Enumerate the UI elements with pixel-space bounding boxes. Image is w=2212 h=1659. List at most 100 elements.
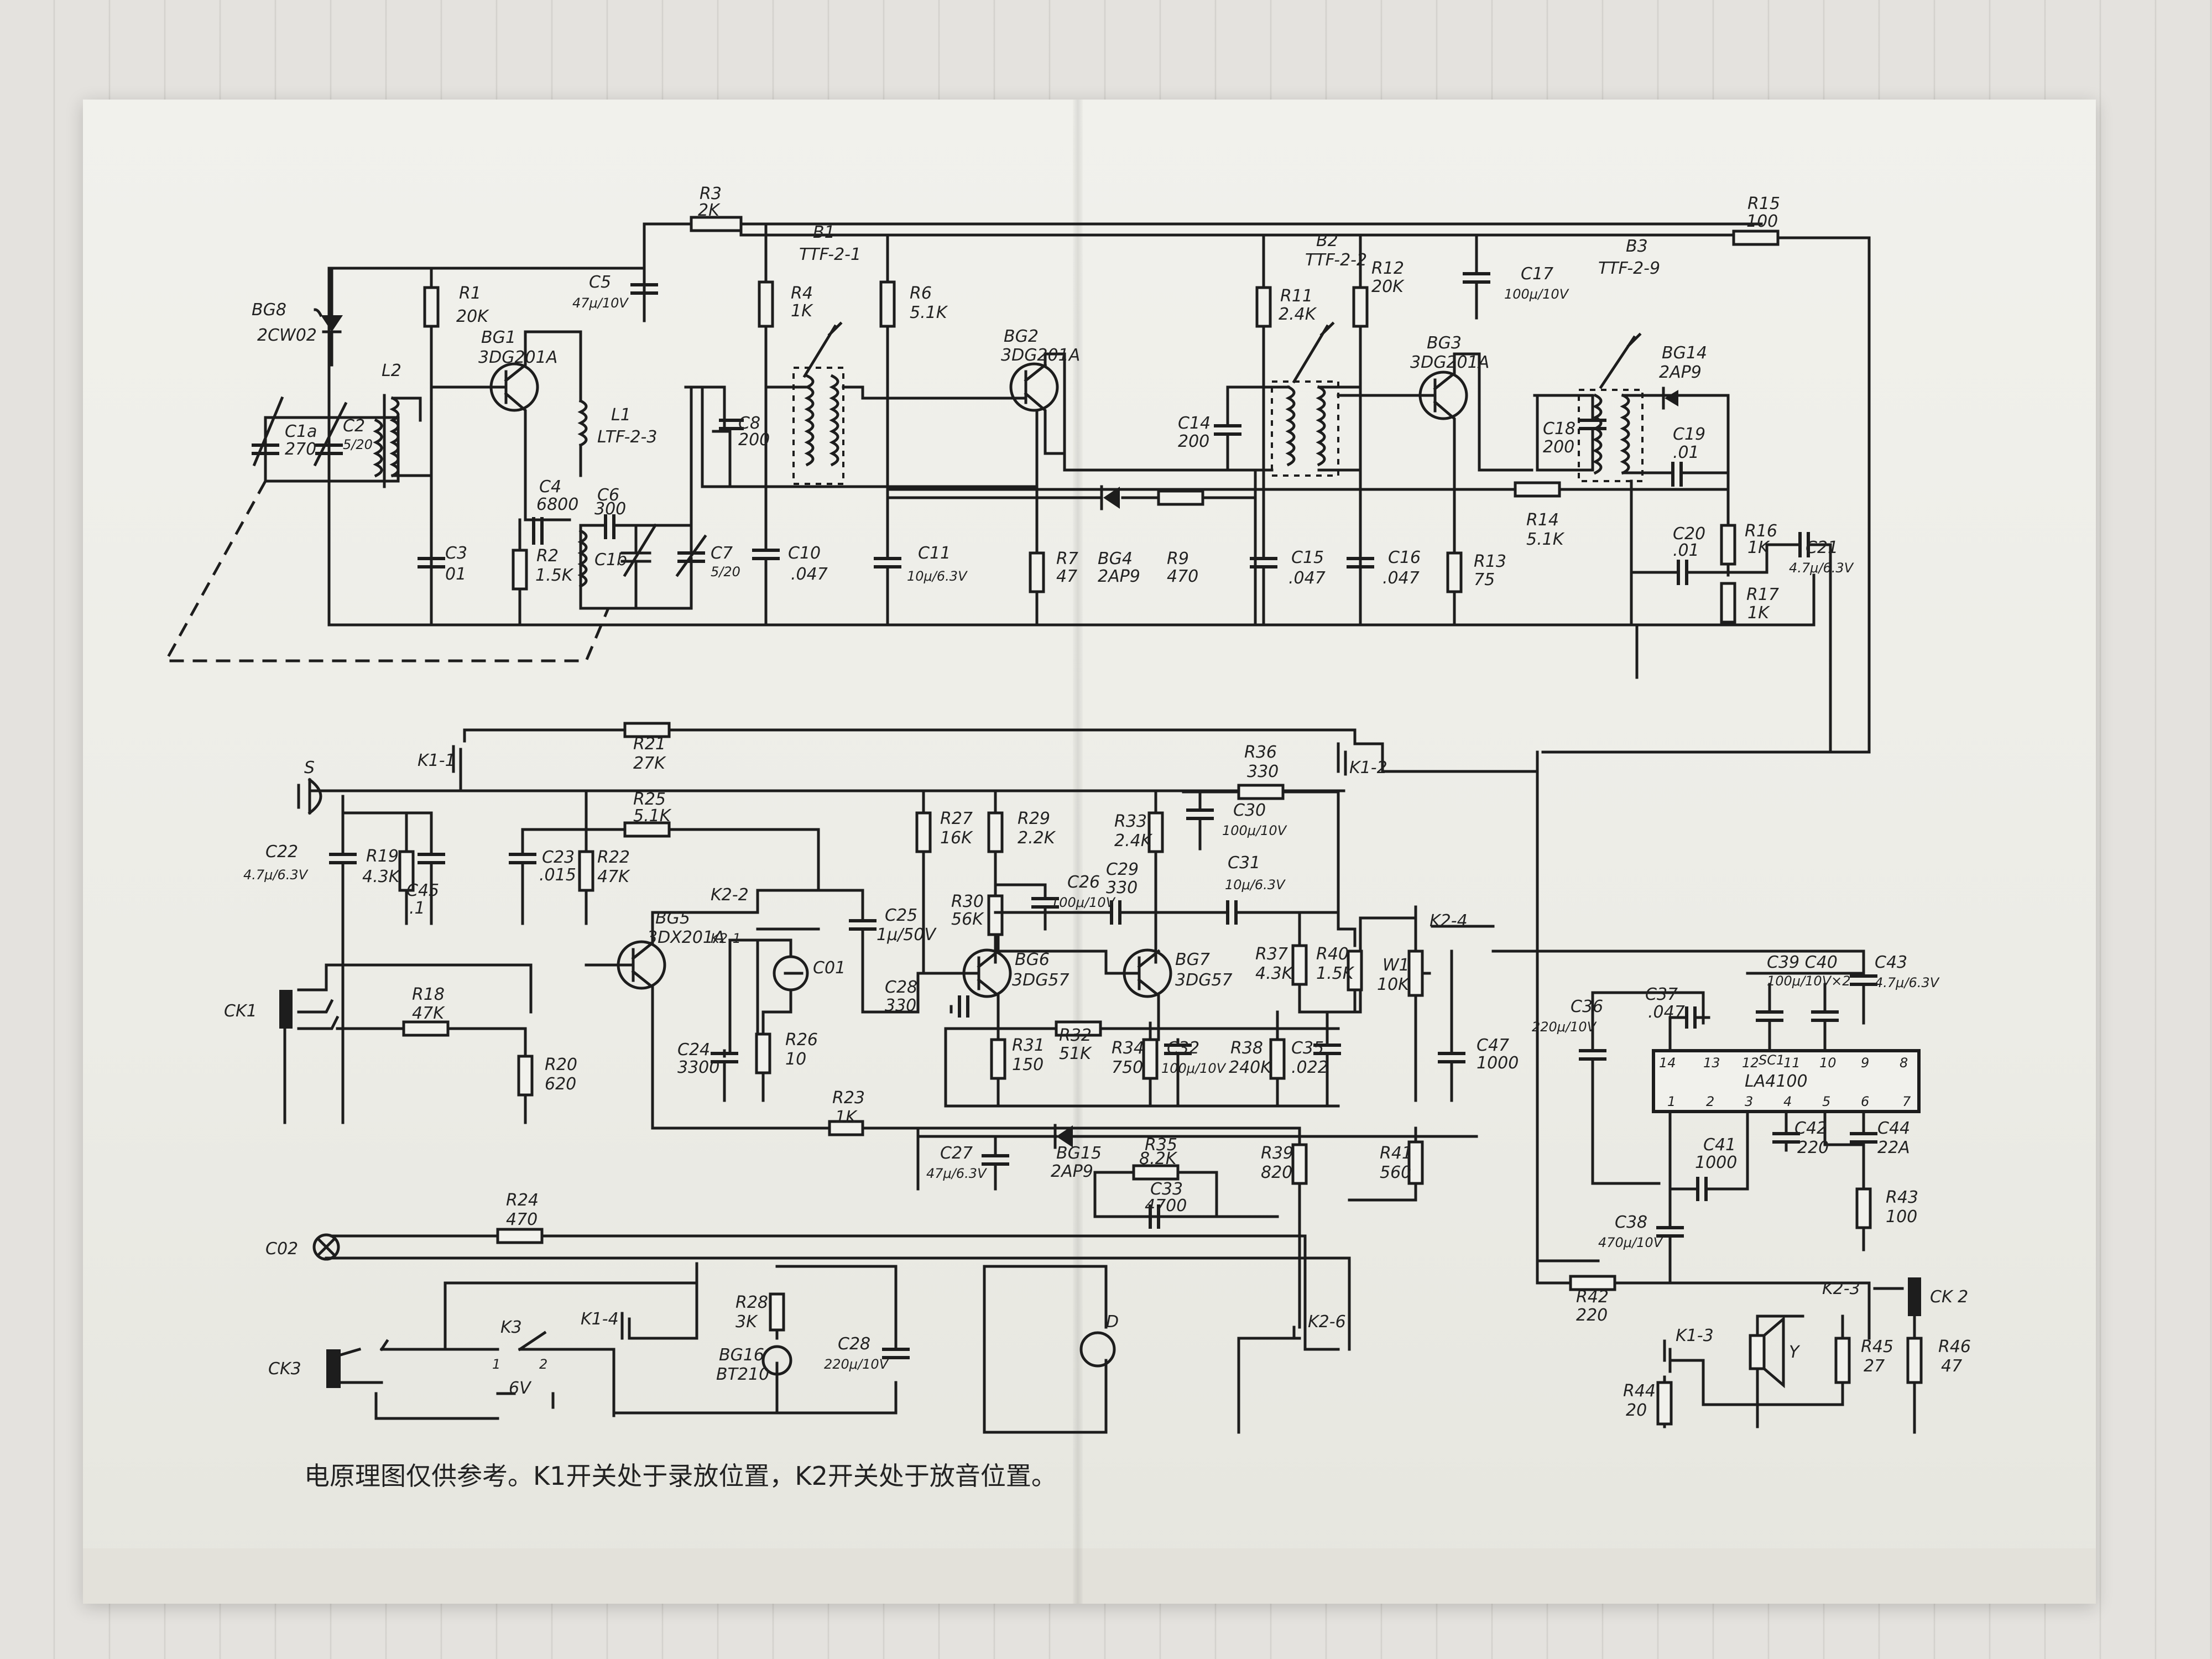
pin-2: 2 <box>1706 1094 1714 1109</box>
k3-pos-2: 2 <box>539 1357 547 1372</box>
r31-label: R31 <box>1012 1036 1045 1055</box>
c42-label: C42 <box>1794 1119 1827 1138</box>
c47-value: 1000 <box>1477 1053 1519 1073</box>
r17-label: R17 <box>1746 585 1779 604</box>
r38-resistor <box>1269 1038 1286 1080</box>
bg5-value: 3DX201A <box>647 928 725 947</box>
k1-3-label: K1-3 <box>1676 1326 1714 1345</box>
r45-value: 27 <box>1864 1357 1885 1376</box>
bg8-value: 2CW02 <box>257 326 317 345</box>
r32-value: 51K <box>1059 1044 1092 1063</box>
bg6-transistor <box>916 933 1012 1014</box>
r20-value: 620 <box>545 1074 576 1094</box>
ck1-jack <box>279 963 533 1124</box>
r4-value: 1K <box>791 301 813 321</box>
c22-label: C22 <box>265 842 298 862</box>
l2-label: L2 <box>382 361 401 380</box>
r24-resistor <box>496 1228 544 1244</box>
bg8-zener-diode <box>314 267 343 367</box>
ck2-label: CK 2 <box>1930 1287 1968 1307</box>
c26-label: C26 <box>1067 873 1100 892</box>
c1a-label: C1a <box>285 422 317 441</box>
bg3-value: 3DG201A <box>1410 353 1489 372</box>
r33-label: R33 <box>1114 812 1147 831</box>
r9-label: R9 <box>1167 549 1189 568</box>
r7-value: 47 <box>1056 567 1077 586</box>
r30-label: R30 <box>951 892 984 911</box>
r29-value: 2.2K <box>1018 828 1056 848</box>
c8-value: 200 <box>738 430 770 450</box>
pin-13: 13 <box>1703 1055 1720 1071</box>
r28-resistor <box>769 1292 785 1332</box>
b3-label: B3 <box>1626 237 1648 256</box>
k2-6-label: K2-6 <box>1308 1312 1346 1332</box>
r44-label: R44 <box>1623 1381 1656 1401</box>
c10-label: C10 <box>788 544 821 563</box>
c15-value: .047 <box>1288 568 1326 588</box>
c36-label: C36 <box>1571 997 1603 1016</box>
r4-resistor <box>758 280 774 328</box>
r15-value: 100 <box>1746 212 1778 231</box>
r38-label: R38 <box>1230 1039 1263 1058</box>
pin-14: 14 <box>1659 1055 1676 1071</box>
r14-label: R14 <box>1526 510 1559 530</box>
r1-value: 20K <box>456 307 489 326</box>
r25-label: R25 <box>633 790 666 809</box>
c18-value: 200 <box>1543 437 1574 457</box>
bg6-label: BG6 <box>1015 950 1050 969</box>
c33-label: C33 <box>1150 1180 1183 1199</box>
k2-4-label: K2-4 <box>1430 911 1468 931</box>
pin-5: 5 <box>1822 1094 1830 1109</box>
schematic-caption: 电原理图仅供参考。K1开关处于录放位置，K2开关处于放音位置。 <box>304 1461 1057 1491</box>
r30-value: 56K <box>951 910 984 929</box>
r1-label: R1 <box>459 284 481 303</box>
pin-8: 8 <box>1900 1055 1908 1071</box>
l1-value: LTF-2-3 <box>597 427 657 447</box>
sheet-center-fold <box>1073 100 1083 1604</box>
c44-label: C44 <box>1877 1119 1910 1138</box>
r9-value: 470 <box>1167 567 1198 586</box>
r25-value: 5.1K <box>633 806 672 826</box>
bg1-label: BG1 <box>481 328 516 347</box>
c45-label: C45 <box>406 881 439 900</box>
supply-rail-right <box>1732 236 1871 754</box>
r2-value: 1.5K <box>535 566 574 585</box>
c3-value: 01 <box>445 565 466 584</box>
c2-label: C2 <box>343 416 365 436</box>
r13-resistor <box>1446 551 1463 593</box>
r24-label: R24 <box>506 1191 539 1210</box>
c38-label: C38 <box>1615 1213 1647 1232</box>
r26-label: R26 <box>785 1030 818 1050</box>
ic-la4100-label: LA4100 <box>1745 1072 1808 1091</box>
k2-1-label: K2-1 <box>711 931 741 946</box>
r44-resistor <box>1656 1381 1673 1426</box>
r35-label: R35 <box>1145 1135 1177 1155</box>
r2-label: R2 <box>536 546 559 566</box>
r33-resistor <box>1147 811 1164 853</box>
c14-value: 200 <box>1178 432 1209 451</box>
ic-pins-bottom: 1 2 3 4 5 6 7 <box>1667 1094 1911 1109</box>
bg2-label: BG2 <box>1004 327 1039 346</box>
r13-value: 75 <box>1474 570 1495 589</box>
bg5-transistor <box>585 911 1301 1130</box>
r2-resistor <box>512 549 528 591</box>
c3-label: C3 <box>445 544 467 563</box>
r7-label: R7 <box>1056 549 1078 568</box>
r11-label: R11 <box>1280 286 1313 306</box>
s-label: S <box>304 758 315 778</box>
c31-label: C31 <box>1228 853 1260 873</box>
c21-label: C21 <box>1806 538 1838 557</box>
b2-value: TTF-2-2 <box>1305 251 1367 270</box>
r26-value: 10 <box>785 1050 806 1069</box>
c02-label: C02 <box>265 1239 298 1259</box>
r22-resistor <box>578 850 594 892</box>
c33-value: 4700 <box>1145 1196 1187 1215</box>
r36-resistor <box>1237 784 1285 800</box>
r33-value: 2.4K <box>1114 831 1153 851</box>
c36-value: 220μ/10V <box>1532 1019 1597 1035</box>
c16-label: C16 <box>1388 548 1421 567</box>
r6-label: R6 <box>910 284 932 303</box>
r4-label: R4 <box>791 284 813 303</box>
